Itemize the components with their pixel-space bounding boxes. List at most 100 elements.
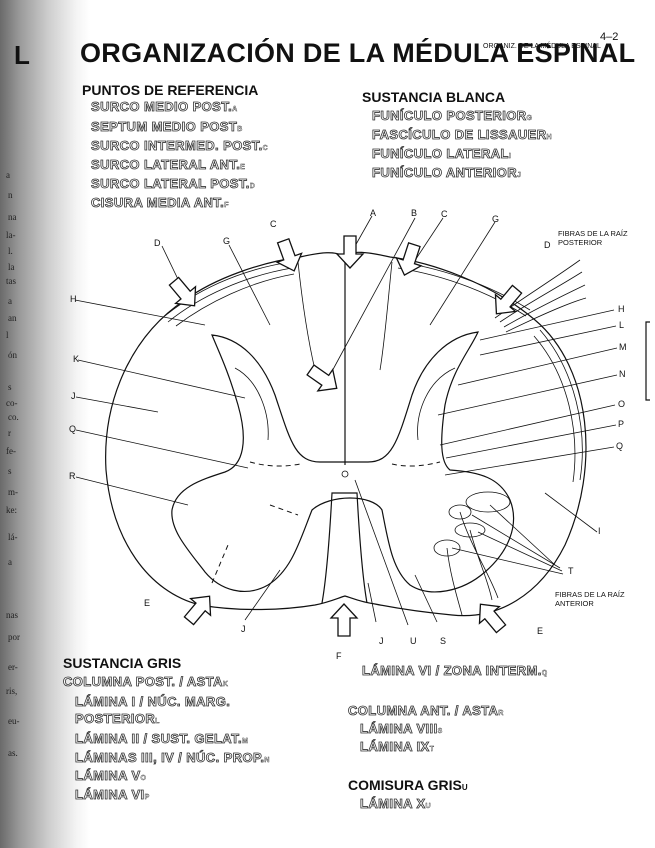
puntos-item-c: SURCO INTERMED. POST.C: [91, 138, 269, 154]
arrow-d-right: [494, 284, 523, 315]
margin-fragment: ón: [8, 350, 17, 360]
margin-fragment: eu-: [8, 716, 20, 726]
surface-fibers-left: [159, 261, 295, 327]
label-h-left: H: [70, 294, 77, 304]
label-e-left: E: [144, 598, 151, 608]
note-posterior-root-fibers: FIBRAS DE LA RAÍZ POSTERIOR: [558, 229, 628, 247]
lamina-boundary-1: [249, 461, 301, 467]
label-g-left: G: [223, 236, 231, 246]
margin-fragment: s: [8, 382, 12, 392]
puntos-heading: PUNTOS DE REFERENCIA: [82, 82, 259, 98]
margin-fragment: n: [8, 190, 13, 200]
margin-fragment: lá-: [8, 532, 18, 542]
cord-outline: [105, 251, 587, 617]
gris-item-p: LÁMINA VIP: [75, 787, 150, 803]
margin-fragment: tas: [6, 276, 16, 286]
gris-item-k: COLUMNA POST. / ASTAK: [63, 674, 229, 690]
margin-fragment: as.: [8, 748, 18, 758]
arrow-b: [306, 364, 338, 392]
anterior-horn-dash-right: [269, 504, 299, 516]
margin-fragment: a: [6, 170, 10, 180]
arrow-c-right: [395, 242, 423, 277]
gris-item-lamina-i: LÁMINA I / NÚC. MARG.: [75, 694, 231, 710]
label-a: A: [370, 208, 377, 218]
leader-lines: [74, 215, 618, 626]
gris-item-s: LÁMINA VIIIS: [360, 721, 443, 737]
puntos-item-f: CISURA MEDIA ANT.F: [91, 195, 229, 211]
label-u: U: [410, 636, 417, 646]
label-b: B: [411, 208, 418, 218]
margin-fragment: a: [8, 296, 12, 306]
label-c-right: C: [441, 209, 448, 219]
blanca-heading: SUSTANCIA BLANCA: [362, 89, 506, 105]
puntos-item-e: SURCO LATERAL ANT.E: [91, 157, 246, 173]
page-title: ORGANIZACIÓN DE LA MÉDULA ESPINAL: [80, 38, 636, 68]
note-anterior-root-fibers: FIBRAS DE LA RAÍZ ANTERIOR: [555, 590, 625, 608]
gris-item-q: LÁMINA VI / ZONA INTERM.Q: [362, 663, 548, 679]
label-t: T: [568, 566, 574, 576]
margin-fragment: la-: [6, 230, 16, 240]
posterior-intermediate-sulcus-left: [297, 261, 316, 371]
label-i: I: [598, 526, 601, 536]
label-f: F: [336, 651, 342, 661]
label-j-left: J: [71, 391, 76, 401]
margin-fragment: ris,: [6, 686, 18, 696]
label-q-left: Q: [69, 424, 77, 434]
label-h-right: H: [618, 304, 625, 314]
anterior-root-fibers: [446, 511, 499, 616]
central-canal: [341, 470, 349, 478]
anterior-median-fissure: [321, 492, 368, 604]
label-g-right: G: [492, 214, 500, 224]
margin-fragment: l.: [8, 246, 13, 256]
posterior-intermediate-sulcus-right: [379, 261, 393, 371]
label-q-right: Q: [616, 441, 624, 451]
gris-item-l: POSTERIORL: [75, 711, 160, 727]
puntos-item-a: SURCO MEDIO POST.A: [91, 99, 238, 115]
motor-nucleus-1: [465, 491, 511, 513]
arrow-f: [329, 603, 359, 637]
blanca-item-g: FUNÍCULO POSTERIORG: [372, 108, 533, 124]
gris-heading: SUSTANCIA GRIS: [63, 655, 182, 671]
margin-fragment: l: [6, 330, 9, 340]
label-n: N: [619, 369, 626, 379]
page-binding-shadow: [0, 0, 90, 848]
blanca-item-i: FUNÍCULO LATERALI: [372, 146, 512, 162]
arrow-e-left: [183, 595, 212, 626]
blanca-item-h: FASCÍCULO DE LISSAUERH: [372, 127, 552, 143]
gris-item-o: LÁMINA VO: [75, 768, 147, 784]
label-l: L: [619, 320, 625, 330]
gris-item-r: COLUMNA ANT. / ASTAR: [348, 703, 504, 719]
page-number: 4–2: [600, 31, 619, 43]
margin-fragment: ke:: [6, 505, 17, 515]
label-j-bottom: J: [379, 636, 384, 646]
comisura-heading: COMISURA GRISU: [348, 777, 468, 793]
label-s: S: [440, 636, 447, 646]
margin-fragment: co.: [8, 412, 19, 422]
gray-matter-outline: [171, 331, 515, 593]
puntos-item-d: SURCO LATERAL POST.D: [91, 176, 256, 192]
margin-bracket: [645, 321, 650, 401]
surface-fibers-lateral-right: [533, 329, 583, 483]
label-j-bottom-left: J: [241, 624, 246, 634]
margin-fragment: por: [8, 632, 20, 642]
margin-fragment: r: [8, 428, 11, 438]
label-d-left: D: [154, 238, 161, 248]
margin-fragment: fe-: [6, 446, 16, 456]
label-o: O: [618, 399, 626, 409]
label-e-right: E: [537, 626, 544, 636]
label-c-left: C: [270, 219, 277, 229]
arrow-a: [335, 235, 365, 269]
arrow-c: [275, 237, 303, 272]
margin-fragment: a: [8, 557, 12, 567]
posterior-root-fibers: [494, 259, 587, 333]
label-m: M: [619, 342, 627, 352]
label-d-right: D: [544, 240, 551, 250]
edge-letter: L: [14, 40, 30, 70]
label-r: R: [69, 471, 76, 481]
gris-item-m: LÁMINA II / SUST. GELAT.M: [75, 731, 249, 747]
label-p: P: [618, 419, 625, 429]
blanca-item-j: FUNÍCULO ANTERIORJ: [372, 165, 522, 181]
margin-fragment: s: [8, 466, 12, 476]
